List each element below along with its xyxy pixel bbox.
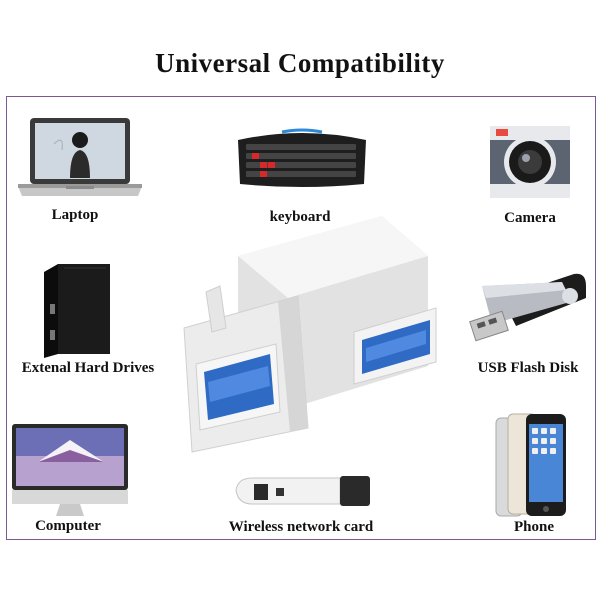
laptop-label: Laptop: [51, 207, 99, 223]
compatibility-frame: [6, 96, 596, 540]
keyboard-icon: [238, 128, 366, 187]
computer-label: Computer: [35, 518, 101, 534]
camera-label: Camera: [504, 210, 556, 226]
wireless-network-card-icon: [235, 476, 370, 506]
usb-flash-disk-icon: [469, 273, 586, 342]
usb-flash-disk-label: USB Flash Disk: [477, 360, 579, 376]
camera-icon: [490, 126, 570, 198]
phone-icon: [495, 413, 566, 517]
computer-icon: [12, 424, 128, 516]
page-title: Universal Compatibility: [155, 48, 445, 78]
keyboard-label: keyboard: [269, 209, 331, 225]
laptop-icon: [18, 118, 142, 196]
usb-keystone-coupler-icon: [183, 216, 437, 453]
phone-label: Phone: [513, 519, 554, 535]
wireless-network-card-label: Wireless network card: [228, 519, 374, 535]
hard-drive-icon: [44, 264, 110, 358]
hard-drive-label: Extenal Hard Drives: [21, 360, 155, 376]
